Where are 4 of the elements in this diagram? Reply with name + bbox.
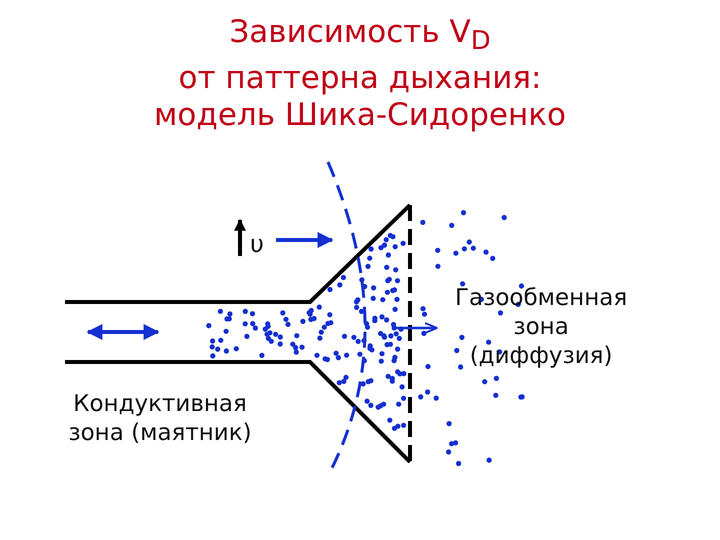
zone-label: Кондуктивная зона (маятник) [67, 390, 253, 448]
zone-label: Газообменная зона (диффузия) [455, 284, 628, 371]
slide-title: Зависимость V$_{D}$ от паттерна дыхания: модель Шика-Сидоренко [153, 14, 567, 134]
velocity-symbol: υ [250, 230, 264, 259]
